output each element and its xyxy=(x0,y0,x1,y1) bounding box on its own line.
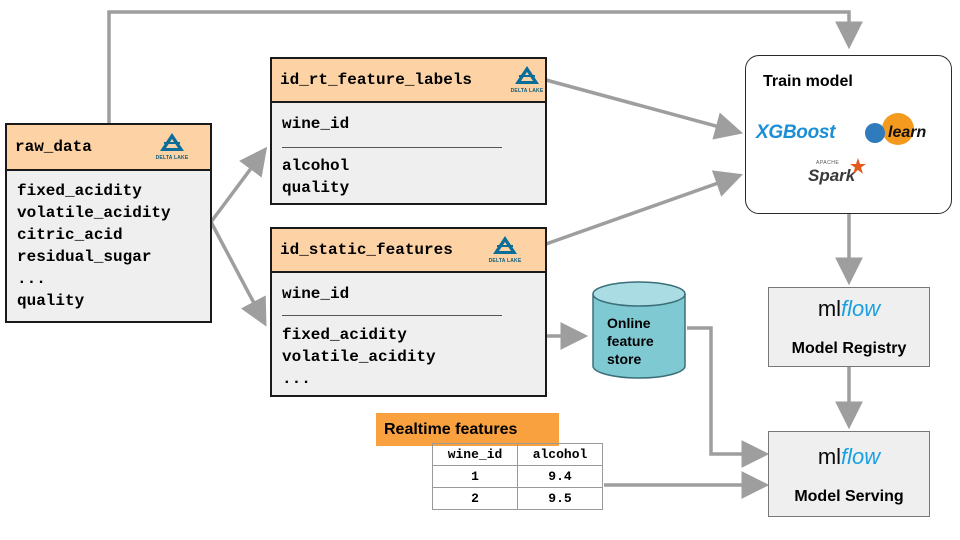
field: fixed_acidity xyxy=(17,182,142,200)
realtime-features-table: wine_id alcohol 1 9.4 2 9.5 xyxy=(432,443,603,510)
online-store-line: feature xyxy=(607,333,654,349)
train-model-card: Train model XGBoost learn APACHE Spark xyxy=(745,55,952,214)
sklearn-icon xyxy=(865,113,914,145)
delta-lake-logo-text: DELTA LAKE xyxy=(155,155,189,161)
mlflow-logo-flow: flow xyxy=(841,296,881,321)
id-rt-feature-labels-table: id_rt_feature_labels DELTA LAKE wine_id … xyxy=(270,57,547,205)
id-rt-feature-labels-title: id_rt_feature_labels xyxy=(280,71,473,89)
key-divider xyxy=(282,315,502,316)
field: alcohol xyxy=(282,157,350,175)
delta-lake-logo-text: DELTA LAKE xyxy=(510,88,544,94)
cylinder-icon xyxy=(592,281,686,379)
field: quality xyxy=(282,179,350,197)
arrow-online-to-serving xyxy=(687,326,770,468)
id-static-features-table: id_static_features DELTA LAKE wine_id fi… xyxy=(270,227,547,397)
raw-data-table: raw_data DELTA LAKE fixed_acidity volati… xyxy=(5,123,212,323)
model-serving-box: mlflow Model Serving xyxy=(768,431,930,517)
table-cell: 2 xyxy=(432,487,518,510)
raw-data-fields: fixed_acidity volatile_acidity citric_ac… xyxy=(17,180,171,312)
table-row: 2 9.5 xyxy=(432,487,603,510)
online-feature-store: Online feature store xyxy=(591,280,687,380)
arrow-static-to-train xyxy=(545,170,743,246)
field: residual_sugar xyxy=(17,248,152,266)
model-registry-label: Model Registry xyxy=(791,340,907,357)
arrow-raw-to-train xyxy=(107,10,863,124)
delta-lake-logo-icon: DELTA LAKE xyxy=(510,64,544,94)
model-serving-label: Model Serving xyxy=(794,488,904,505)
field: ... xyxy=(17,270,46,288)
table-cell: 9.4 xyxy=(517,465,603,488)
online-store-label: Online feature store xyxy=(607,314,654,368)
key-field: wine_id xyxy=(282,285,350,303)
id-rt-feature-labels-header: id_rt_feature_labels DELTA LAKE xyxy=(272,59,545,103)
model-registry-box: mlflow Model Registry xyxy=(768,287,930,367)
key-field: wine_id xyxy=(282,115,350,133)
spark-star-icon xyxy=(850,158,866,174)
arrow-rt-labels-to-train xyxy=(545,78,744,140)
mlflow-logo: mlflow xyxy=(769,296,929,322)
field: citric_acid xyxy=(17,226,123,244)
delta-lake-logo-icon: DELTA LAKE xyxy=(155,131,189,161)
xgboost-logo: XGBoost xyxy=(756,122,836,143)
table-cell: 1 xyxy=(432,465,518,488)
field: ... xyxy=(282,370,311,388)
raw-data-header: raw_data DELTA LAKE xyxy=(7,125,210,171)
field: quality xyxy=(17,292,85,310)
key-divider xyxy=(282,147,502,148)
mlflow-logo: mlflow xyxy=(769,444,929,470)
spark-apache-text: APACHE xyxy=(816,160,840,166)
mlflow-logo-ml: ml xyxy=(817,296,842,321)
delta-lake-logo-text: DELTA LAKE xyxy=(488,258,522,264)
column-header: wine_id xyxy=(432,443,518,466)
table-header-row: wine_id alcohol xyxy=(432,443,603,466)
field: volatile_acidity xyxy=(17,204,171,222)
arrow-raw-to-static xyxy=(209,221,267,327)
delta-lake-logo-icon: DELTA LAKE xyxy=(488,234,522,264)
id-static-features-fields: fixed_acidity volatile_acidity ... xyxy=(282,324,436,390)
id-static-features-header: id_static_features DELTA LAKE xyxy=(272,229,545,273)
id-rt-feature-labels-fields: alcohol quality xyxy=(282,155,349,199)
sklearn-logo: learn xyxy=(864,112,944,152)
mlflow-logo-ml: ml xyxy=(817,444,842,469)
mlflow-logo-flow: flow xyxy=(841,444,881,469)
sklearn-text: learn xyxy=(888,124,927,141)
table-row: 1 9.4 xyxy=(432,465,603,488)
realtime-features-label: Realtime features xyxy=(376,413,559,446)
online-store-line: store xyxy=(607,351,642,367)
id-static-features-title: id_static_features xyxy=(280,241,453,259)
field: volatile_acidity xyxy=(282,348,436,366)
field: fixed_acidity xyxy=(282,326,407,344)
spark-text: Spark xyxy=(808,166,856,185)
train-model-title: Train model xyxy=(763,73,853,90)
spark-logo: APACHE Spark xyxy=(808,158,878,194)
table-cell: 9.5 xyxy=(517,487,603,510)
online-store-line: Online xyxy=(607,315,651,331)
column-header: alcohol xyxy=(517,443,603,466)
arrow-raw-to-rt-labels xyxy=(209,146,268,224)
raw-data-title: raw_data xyxy=(15,138,92,156)
